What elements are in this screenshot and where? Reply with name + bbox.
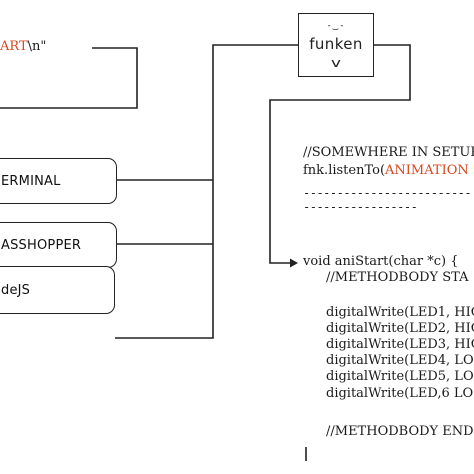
serial-print-suffix: \n" [27,39,47,54]
serial-print-red: ART [0,39,28,54]
closing-brace: } [302,445,310,460]
setup-comment: //SOMEWHERE IN SETUP [303,145,474,160]
code-line: digitalWrite(LED,6 LO [326,386,474,401]
logo-chevron-icon: v [331,56,341,70]
logo-name: funken [309,35,363,53]
listen-event-name: ANIMATION [385,163,469,178]
client-label-grasshopper: ASSHOPPER [1,238,82,253]
client-box-nodejs: deJS [0,266,115,314]
funken-logo: -‿- funken v [298,13,374,77]
code-line: digitalWrite(LED4, LO [326,353,474,368]
setup-divider: ----------------------------------------… [303,186,472,214]
method-start-comment: //METHODBODY STA [326,270,469,285]
client-label-terminal: ERMINAL [1,174,61,189]
method-end-comment: //METHODBODY END [326,424,474,439]
code-line: digitalWrite(LED1, HIG [326,305,474,320]
connector-top-left [0,47,138,109]
logo-face-icon: -‿- [326,21,346,31]
code-line: digitalWrite(LED2, HIG [326,321,474,336]
code-line: digitalWrite(LED5, LO [326,369,474,384]
client-box-grasshopper: ASSHOPPER [0,222,117,268]
arrow-head-code [290,258,298,268]
listen-call: fnk.listenTo(ANIMATION [303,163,469,178]
client-label-nodejs: deJS [1,283,31,298]
function-signature: void aniStart(char *c) { [303,254,459,269]
client-box-terminal: ERMINAL [0,158,117,204]
connector-right [269,44,411,264]
connector-left-trunk [115,44,299,339]
code-line: digitalWrite(LED3, HIG [326,337,474,352]
serial-print-fragment: ART\n" [0,39,46,54]
